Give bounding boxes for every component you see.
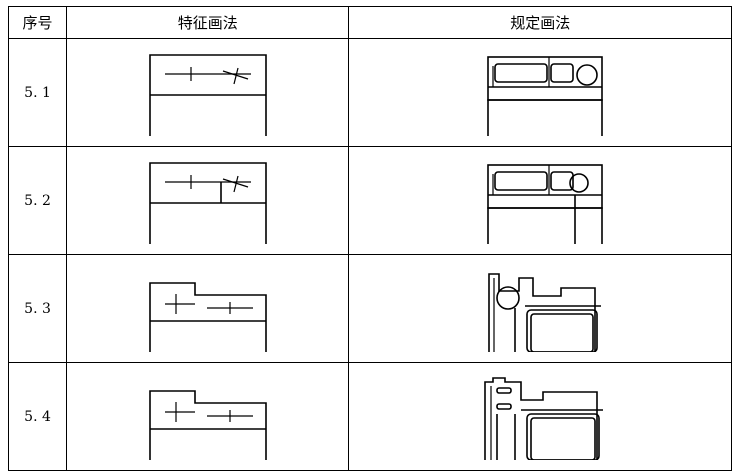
row-number: 5. 4 [7,362,68,471]
table-row: 5. 3 [7,254,732,363]
table-row: 5. 1 [7,38,732,147]
row-number: 5. 2 [7,146,68,255]
feature-drawing-5-3-icon [148,281,267,352]
feature-cell [66,146,350,255]
feature-cell [66,38,350,147]
table-row: 5. 2 [7,146,732,255]
table-row: 5. 4 [7,362,732,471]
regular-drawing-5-2-icon [487,163,604,244]
header-feature: 特征画法 [66,6,350,39]
row-number: 5. 1 [7,38,68,147]
feature-drawing-5-1-icon [148,53,267,136]
bearing-drawing-table: 序号 特征画法 规定画法 5. 1 [7,6,732,471]
header-regular: 规定画法 [348,6,732,39]
regular-drawing-5-3-icon [488,272,602,352]
regular-cell [348,146,732,255]
header-row: 序号 特征画法 规定画法 [7,6,732,39]
regular-cell [348,38,732,147]
row-number: 5. 3 [7,254,68,363]
regular-drawing-5-4-icon [484,376,604,460]
regular-drawing-5-1-icon [487,55,604,136]
feature-drawing-5-4-icon [148,389,267,460]
regular-cell [348,362,732,471]
feature-cell [66,362,350,471]
regular-cell [348,254,732,363]
header-number: 序号 [7,6,68,39]
feature-drawing-5-2-icon [148,161,267,244]
feature-cell [66,254,350,363]
